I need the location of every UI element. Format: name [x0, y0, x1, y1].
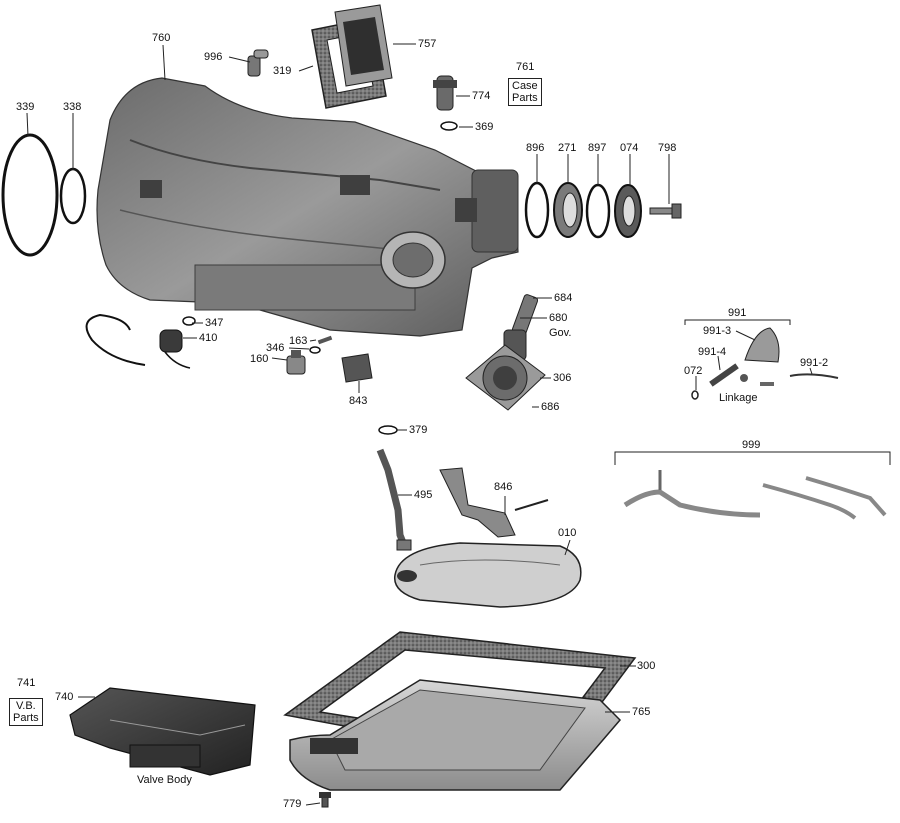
callout-495: 495 [414, 489, 433, 501]
caption-linkage: Linkage [719, 392, 758, 404]
callout-999: 999 [742, 439, 761, 451]
caption-valve-body: Valve Body [137, 774, 192, 786]
bracket-846 [439, 467, 516, 538]
callout-684: 684 [554, 292, 573, 304]
switch-160 [286, 350, 306, 375]
callout-306: 306 [553, 372, 572, 384]
callout-300: 300 [637, 660, 656, 672]
seal-074 [614, 184, 642, 238]
callout-369: 369 [475, 121, 494, 133]
callout-741: 741 [17, 677, 36, 689]
bolt-798 [649, 203, 682, 219]
governor-assembly [465, 294, 546, 411]
callout-761: 761 [516, 61, 535, 73]
o-ring-338 [59, 167, 87, 225]
callout-410: 410 [199, 332, 218, 344]
cooler-tubes-999 [614, 451, 891, 520]
valve-body-740 [69, 687, 256, 776]
callout-347: 347 [205, 317, 224, 329]
callout-346: 346 [266, 342, 285, 354]
o-ring-339 [1, 133, 59, 257]
callout-740: 740 [55, 691, 74, 703]
callout-896: 896 [526, 142, 545, 154]
callout-765: 765 [632, 706, 651, 718]
o-ring-347 [182, 316, 196, 326]
vb-parts-line-1: V.B. [15, 700, 36, 712]
callout-991-4: 991-4 [698, 346, 727, 358]
callout-072: 072 [684, 365, 703, 377]
callout-991-3: 991-3 [703, 325, 732, 337]
callout-760: 760 [152, 32, 171, 44]
vb-parts-box: V.B. Parts [9, 698, 43, 726]
case-parts-box: Case Parts [508, 78, 542, 106]
callout-680: 680 [549, 312, 568, 324]
snap-ring-897 [585, 183, 611, 239]
callout-686: 686 [541, 401, 560, 413]
o-ring-346 [309, 346, 321, 354]
callout-897: 897 [588, 142, 607, 154]
callout-991: 991 [728, 307, 747, 319]
callout-779: 779 [283, 798, 302, 810]
callout-338: 338 [63, 101, 82, 113]
o-ring-379 [378, 425, 398, 435]
callout-996: 996 [204, 51, 223, 63]
transmission-case [96, 77, 519, 337]
callout-774: 774 [472, 90, 491, 102]
bolt-779 [319, 792, 331, 808]
linkage-991 [684, 319, 839, 400]
oil-pan-765 [289, 679, 622, 791]
leader-lines [26, 43, 813, 806]
callout-846: 846 [494, 481, 513, 493]
callout-991-2: 991-2 [800, 357, 829, 369]
callout-319: 319 [273, 65, 292, 77]
o-ring-369 [440, 121, 458, 131]
vent-996 [247, 49, 269, 77]
callout-160: 160 [250, 353, 269, 365]
bracket-843 [341, 353, 373, 383]
callout-843: 843 [349, 395, 368, 407]
callout-074: 074 [620, 142, 639, 154]
adapter-757 [334, 4, 393, 87]
filler-tube-495 [376, 448, 408, 547]
vb-parts-line-2: Parts [13, 712, 39, 724]
filter-010 [393, 542, 582, 608]
callout-010: 010 [558, 527, 577, 539]
case-parts-line-2: Parts [512, 92, 538, 104]
wire-harness-410 [85, 313, 191, 369]
bearing-271 [553, 182, 583, 238]
callout-271: 271 [558, 142, 577, 154]
snap-ring-896 [524, 181, 550, 239]
case-parts-line-1: Case [512, 80, 538, 92]
callout-339: 339 [16, 101, 35, 113]
sensor-774 [433, 75, 457, 111]
callout-798: 798 [658, 142, 677, 154]
callout-163: 163 [289, 335, 308, 347]
caption-gov: Gov. [549, 327, 572, 339]
callout-379: 379 [409, 424, 428, 436]
callout-757: 757 [418, 38, 437, 50]
pin-163 [317, 335, 333, 345]
